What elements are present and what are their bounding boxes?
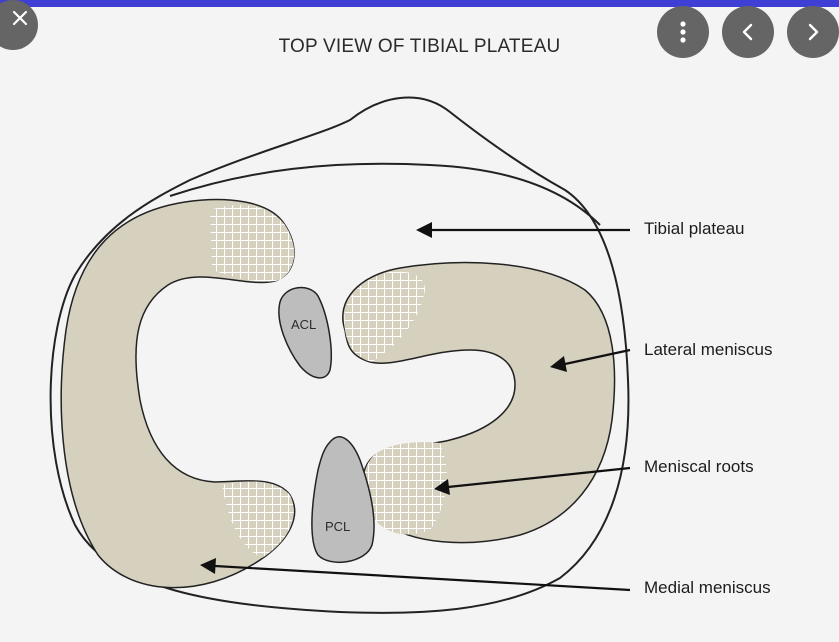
lateral-posterior-root — [363, 442, 447, 534]
acl-label: ACL — [291, 317, 316, 332]
label-medial-meniscus: Medial meniscus — [644, 578, 771, 598]
medial-anterior-root — [210, 205, 294, 282]
arrow-medial-meniscus — [215, 566, 630, 590]
label-tibial-plateau: Tibial plateau — [644, 219, 745, 239]
label-meniscal-roots: Meniscal roots — [644, 457, 754, 477]
pcl-label: PCL — [325, 519, 350, 534]
label-lateral-meniscus: Lateral meniscus — [644, 340, 773, 360]
pcl-shape — [312, 437, 374, 562]
arrowhead-tibial-plateau — [416, 222, 432, 238]
acl-shape — [279, 288, 331, 378]
